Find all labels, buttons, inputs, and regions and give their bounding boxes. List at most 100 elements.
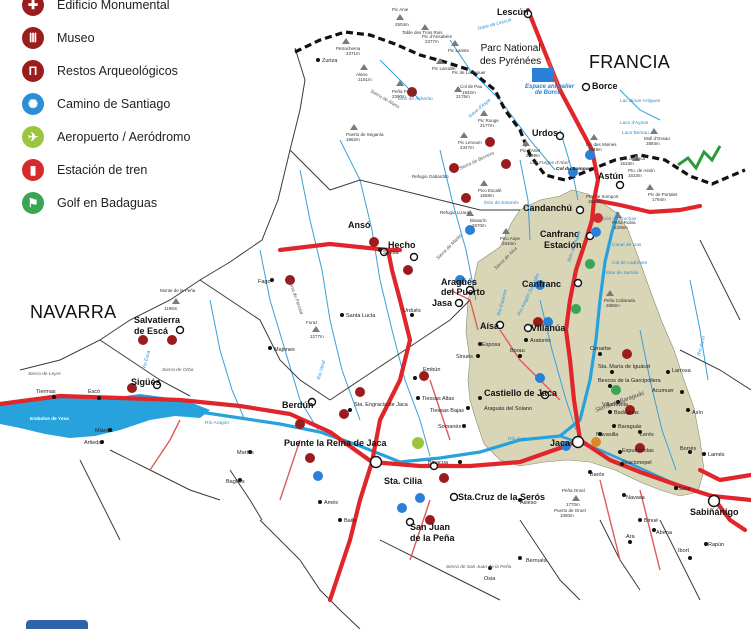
svg-text:1195m: 1195m	[164, 306, 178, 311]
monument-icon: ✚	[22, 0, 44, 16]
svg-text:2886m: 2886m	[606, 303, 620, 308]
svg-text:Puerto de Seganía: Puerto de Seganía	[346, 132, 384, 137]
svg-text:Col du Somport: Col du Somport	[556, 166, 592, 172]
svg-text:Peña Forca: Peña Forca	[392, 89, 416, 94]
svg-text:Tiessas Altas: Tiessas Altas	[422, 396, 454, 402]
svg-text:Moll d'Ossau: Moll d'Ossau	[644, 136, 670, 141]
legend-bottom-bar	[26, 620, 88, 629]
legend-item-monument: ✚ Edificio Monumental	[22, 0, 170, 18]
svg-text:Urdués: Urdués	[403, 308, 421, 314]
svg-text:Pic Lenoum: Pic Lenoum	[458, 140, 482, 145]
svg-text:Amés: Amés	[324, 500, 338, 506]
svg-text:Pto. de Astún: Pto. de Astún	[628, 168, 655, 173]
town-borce: Borce	[592, 81, 618, 91]
svg-text:Gave d'Aspe: Gave d'Aspe	[467, 97, 492, 119]
svg-text:Majones: Majones	[274, 347, 295, 353]
svg-text:Pic Rouge: Pic Rouge	[478, 118, 499, 123]
svg-text:Tiermas: Tiermas	[36, 389, 56, 395]
svg-text:Río Veral: Río Veral	[316, 359, 327, 381]
legend-label: Museo	[57, 31, 95, 45]
town-salvatierra-2: de Escá	[134, 326, 169, 336]
svg-text:1640m: 1640m	[588, 199, 602, 204]
town-candanchu: Candanchú	[523, 203, 572, 213]
svg-text:Pico Escalé: Pico Escalé	[478, 188, 502, 193]
svg-text:Alano: Alano	[356, 72, 368, 77]
svg-text:Araguás del Solano: Araguás del Solano	[484, 406, 532, 412]
park-label-line1: Parc National	[480, 43, 541, 54]
svg-text:1633m: 1633m	[628, 173, 642, 178]
svg-text:Escó: Escó	[88, 389, 100, 395]
svg-text:Badaguas: Badaguas	[614, 410, 639, 416]
svg-text:Ibón de Acherito: Ibón de Acherito	[398, 96, 433, 102]
svg-text:Pic d'Ansabère: Pic d'Ansabère	[422, 34, 453, 39]
svg-text:Binacua: Binacua	[428, 460, 449, 466]
svg-text:Asieso: Asieso	[520, 500, 537, 506]
town-san-juan-2: de la Peña	[410, 533, 456, 543]
svg-text:Gave de Lescun: Gave de Lescun	[477, 17, 513, 32]
svg-text:Ibón de Estanés: Ibón de Estanés	[484, 200, 519, 206]
portalet-marker	[677, 145, 722, 171]
svg-text:Cenarbe: Cenarbe	[590, 346, 611, 352]
legend-label: Edificio Monumental	[57, 0, 170, 12]
lake-labels: Ibón de Acherito Ibón de Estanés Lac Bio…	[30, 96, 661, 426]
legend-item-golf: ⚑ Golf en Badaguas	[22, 190, 157, 216]
svg-text:Lac Bious-Artigues: Lac Bious-Artigues	[620, 98, 661, 104]
svg-text:2670m: 2670m	[472, 223, 486, 228]
svg-text:Bagüés: Bagüés	[226, 479, 245, 485]
dolmen-icon: Π	[22, 60, 44, 82]
svg-text:Peña Oroel: Peña Oroel	[562, 488, 585, 493]
legend-label: Estación de tren	[57, 163, 148, 177]
svg-text:2206m: 2206m	[614, 225, 628, 230]
town-aragues-1: Aragüés	[441, 277, 477, 287]
svg-text:Pic de Portalet: Pic de Portalet	[648, 192, 678, 197]
svg-text:Monte de la Peña: Monte de la Peña	[160, 288, 196, 293]
svg-text:Sta. Engracia de Jaca: Sta. Engracia de Jaca	[354, 402, 409, 408]
legend-item-museum: Ⅲ Museo	[22, 25, 95, 51]
svg-text:Sierra de Forcala: Sierra de Forcala	[286, 279, 304, 316]
svg-text:Lacs d'Ayous: Lacs d'Ayous	[620, 120, 649, 126]
svg-text:Fago: Fago	[258, 279, 271, 285]
town-markers	[152, 9, 721, 527]
svg-text:Lacs Bersau: Lacs Bersau	[622, 130, 649, 136]
svg-text:Peña Collarada: Peña Collarada	[604, 298, 636, 303]
svg-text:Artieda: Artieda	[84, 440, 102, 446]
svg-text:Ibón de Samán: Ibón de Samán	[606, 270, 639, 276]
svg-text:Pto. de Somport: Pto. de Somport	[586, 194, 619, 199]
peak-labels: Pic Anie 2504m Table des Trois Rois Pic …	[160, 7, 678, 518]
svg-text:Foraz: Foraz	[306, 320, 318, 325]
svg-text:Pic de Labigouer: Pic de Labigouer	[452, 70, 486, 75]
svg-text:Bisaurín: Bisaurín	[470, 218, 487, 223]
scallop-shell-icon: ✺	[22, 93, 44, 115]
svg-text:Larrosa: Larrosa	[672, 368, 692, 374]
town-sabinanigo: Sabiñánigo	[690, 507, 739, 517]
town-canfranc-estacion-2: Estación	[544, 240, 582, 250]
svg-text:Ibón de Truchas: Ibón de Truchas	[602, 216, 637, 222]
svg-text:Gracionepel: Gracionepel	[622, 460, 652, 466]
rio-aragon	[199, 211, 620, 464]
svg-text:Sta. María de Iguácel: Sta. María de Iguácel	[598, 364, 650, 370]
svg-text:Somanés: Somanés	[438, 424, 461, 430]
svg-text:1862m: 1862m	[346, 137, 360, 142]
legend-label: Camino de Santiago	[57, 97, 171, 111]
svg-text:Tiessas Bajas: Tiessas Bajas	[430, 408, 464, 414]
svg-text:Navasa: Navasa	[626, 495, 646, 501]
svg-text:Navasilla: Navasilla	[596, 432, 619, 438]
svg-text:Refugio Gabardito: Refugio Gabardito	[412, 174, 449, 179]
town-astun: Astún	[598, 171, 624, 181]
svg-text:Sierra de San Juan de la Peña: Sierra de San Juan de la Peña	[446, 564, 512, 570]
svg-text:2504m: 2504m	[395, 22, 409, 27]
svg-text:Sierra de Leyre: Sierra de Leyre	[28, 371, 61, 377]
museum-icon: Ⅲ	[22, 27, 44, 49]
svg-text:Lamés: Lamés	[708, 452, 725, 458]
svg-text:Petrachema: Petrachema	[336, 46, 361, 51]
airplane-icon: ✈	[22, 126, 44, 148]
legend-item-train: ▮ Estación de tren	[22, 157, 147, 183]
svg-text:Pic Lariste: Pic Lariste	[448, 48, 470, 53]
espace-animalier-label-1: Espace animalier	[525, 84, 575, 90]
svg-text:Rapún: Rapún	[708, 542, 724, 548]
svg-text:Embalse de Yesa: Embalse de Yesa	[30, 416, 69, 422]
town-anso: Ansó	[348, 220, 371, 230]
svg-text:Abena: Abena	[656, 530, 673, 536]
svg-text:Siresa: Siresa	[383, 250, 400, 256]
svg-text:Martes: Martes	[237, 450, 254, 456]
